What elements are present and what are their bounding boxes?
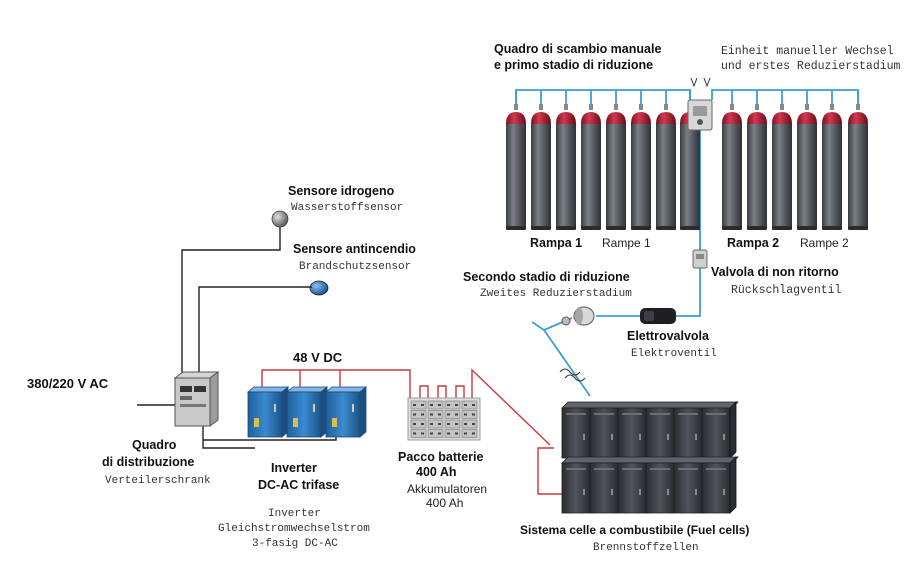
- battery-cell: [461, 410, 478, 419]
- fire-sensor-label-it: Sensore antincendio: [293, 242, 416, 256]
- rampa-1-label-de: Rampe 1: [602, 236, 651, 250]
- battery-cell: [461, 429, 478, 438]
- hydrogen-sensor: [271, 210, 289, 228]
- hydrogen-sensor-label-de: Wasserstoffsensor: [291, 202, 403, 214]
- rampa-2-label-it: Rampa 2: [727, 236, 779, 250]
- rampa-1-cylinder: [656, 104, 676, 230]
- fuel-cell-system: [561, 401, 739, 514]
- battery-cell: [410, 410, 427, 419]
- battery-label-it-2: 400 Ah: [416, 465, 457, 479]
- rampa-1-label-it: Rampa 1: [530, 236, 582, 250]
- fuel-cell-module: [589, 462, 619, 514]
- inverter-label-it-1: Inverter: [271, 461, 317, 475]
- rampa-2-cylinder: [848, 104, 868, 230]
- exchange-unit-label-it-1: Quadro di scambio manuale: [494, 42, 661, 56]
- battery-cell: [427, 410, 444, 419]
- manual-exchange-unit: [687, 77, 713, 131]
- battery-cell: [410, 400, 427, 410]
- solenoid-valve: [640, 308, 676, 324]
- exchange-unit-label-de-2: und erstes Reduzierstadium: [721, 60, 901, 73]
- fire-sensor-label-de: Brandschutzsensor: [299, 261, 411, 273]
- rampa-1-cylinder: [631, 104, 651, 230]
- distribution-label-de: Verteilerschrank: [105, 475, 211, 487]
- battery-cell: [444, 400, 461, 410]
- battery-label-de-2: 400 Ah: [426, 496, 463, 510]
- distribution-cabinet: [173, 371, 220, 427]
- fuel-cell-label-de: Brennstoffzellen: [593, 542, 699, 554]
- rampa-1-cylinder: [531, 104, 551, 230]
- battery-cell: [444, 419, 461, 429]
- check-valve: [692, 249, 708, 269]
- battery-cell: [427, 419, 444, 429]
- dc-bus-label: 48 V DC: [293, 350, 343, 365]
- rampa-1-cylinders: [506, 104, 700, 230]
- inverters: [246, 386, 368, 438]
- second-stage-label-de: Zweites Reduzierstadium: [480, 288, 632, 300]
- rampa-2-cylinder: [772, 104, 792, 230]
- fuel-cell-module: [701, 462, 731, 514]
- fire-sensor: [309, 280, 329, 296]
- second-stage-label-it: Secondo stadio di riduzione: [463, 270, 630, 284]
- ac-supply-label: 380/220 V AC: [27, 376, 109, 391]
- battery-label-it-1: Pacco batterie: [398, 450, 484, 464]
- distribution-label-it-1: Quadro: [132, 438, 177, 452]
- battery-cell: [461, 419, 478, 429]
- battery-label-de-1: Akkumulatoren: [407, 482, 487, 496]
- inverter-unit: [324, 386, 368, 438]
- line-break-mark: [559, 368, 586, 382]
- battery-cell: [444, 429, 461, 438]
- inverter-unit: [285, 386, 329, 438]
- fuel-cell-module: [617, 462, 647, 514]
- battery-cell: [427, 429, 444, 438]
- exchange-unit-label-it-2: e primo stadio di riduzione: [494, 58, 653, 72]
- rampa-2-cylinder: [797, 104, 817, 230]
- inverter-unit: [246, 386, 290, 438]
- rampa-2-cylinders: [722, 104, 868, 230]
- rampa-2-cylinder: [747, 104, 767, 230]
- fuel-cell-module: [673, 462, 703, 514]
- solenoid-valve-label-it: Elettrovalvola: [627, 329, 710, 343]
- dc-wiring: [261, 368, 562, 495]
- hydrogen-sensor-label-it: Sensore idrogeno: [288, 184, 395, 198]
- fuel-cell-module: [561, 462, 591, 514]
- battery-cell: [427, 400, 444, 410]
- battery-pack: [407, 397, 481, 441]
- check-valve-label-de: Rückschlagventil: [731, 284, 842, 297]
- fuel-cell-label-it: Sistema celle a combustibile (Fuel cells…: [520, 523, 749, 537]
- rampa-1-cylinder: [556, 104, 576, 230]
- rampa-1-cylinder: [506, 104, 526, 230]
- battery-cell: [444, 410, 461, 419]
- rampa-2-cylinder: [822, 104, 842, 230]
- fuel-cell-module: [701, 407, 731, 459]
- inverter-label-de-3: 3-fasig DC-AC: [252, 538, 338, 550]
- check-valve-label-it: Valvola di non ritorno: [711, 265, 839, 279]
- solenoid-valve-label-de: Elektroventil: [631, 348, 717, 360]
- fuel-cell-module: [589, 407, 619, 459]
- battery-cell: [410, 419, 427, 429]
- inverter-label-it-2: DC-AC trifase: [258, 478, 339, 492]
- inverter-label-de-1: Inverter: [268, 508, 321, 520]
- rampa-1-cylinder: [581, 104, 601, 230]
- fuel-cell-module: [673, 407, 703, 459]
- fuel-cell-module: [645, 462, 675, 514]
- battery-cell: [461, 400, 478, 410]
- second-stage-regulator: [561, 306, 595, 326]
- distribution-label-it-2: di distribuzione: [102, 455, 194, 469]
- fuel-cell-module: [645, 407, 675, 459]
- rampa-1-cylinder: [606, 104, 626, 230]
- fuel-cell-module: [617, 407, 647, 459]
- rampa-2-cylinder: [722, 104, 742, 230]
- battery-cell: [410, 429, 427, 438]
- fuel-cell-module: [561, 407, 591, 459]
- exchange-unit-label-de-1: Einheit manueller Wechsel: [721, 45, 894, 58]
- inverter-label-de-2: Gleichstromwechselstrom: [218, 523, 370, 535]
- rampa-2-label-de: Rampe 2: [800, 236, 849, 250]
